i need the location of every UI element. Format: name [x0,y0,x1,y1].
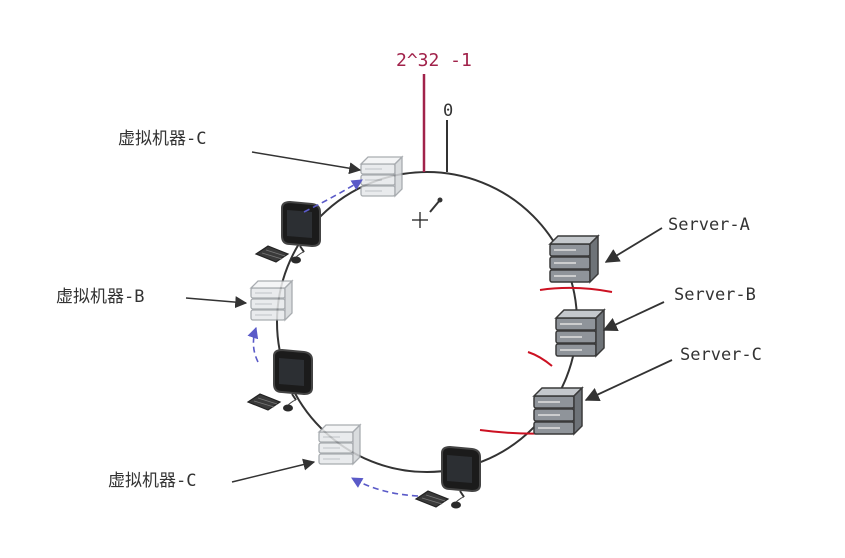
virtual-node-label: 虚拟机器-C [108,471,196,491]
dashed-arrow-to-virtual-c-bottom [351,477,419,497]
server-label: Server-A [668,215,750,235]
dashed-arrow-to-virtual-b [247,326,259,363]
server-a-icon [549,235,599,283]
arrow-virtual-b [185,296,248,309]
max-value-label: 2^32 -1 [396,50,472,71]
crosshair-cursor-icon [412,197,443,228]
arrow-virtual-c-top [251,151,362,175]
arrow-server-b [602,301,665,332]
arrow-virtual-c-bottom [231,458,316,483]
cut-line-server-a [539,286,613,293]
virtual-server-icon [360,156,403,197]
server-label: Server-B [674,285,756,305]
server-label: Server-C [680,345,762,365]
hash-ring [276,171,578,473]
virtual-node-label: 虚拟机器-C [118,129,206,149]
computer-monitor-icon [247,349,313,413]
virtual-server-icon [318,424,361,465]
virtual-server-icon [250,280,293,321]
computer-monitor-icon [415,446,481,510]
virtual-node-label: 虚拟机器-B [56,287,144,307]
zero-label: 0 [443,101,453,121]
dashed-arrow-to-virtual-c-top [303,179,363,213]
computer-monitor-icon [255,201,321,265]
arrow-server-c [584,359,673,402]
cut-line-server-b [527,351,553,367]
server-b-icon [555,309,605,357]
arrow-server-a [604,227,663,263]
server-c-icon [533,387,583,435]
